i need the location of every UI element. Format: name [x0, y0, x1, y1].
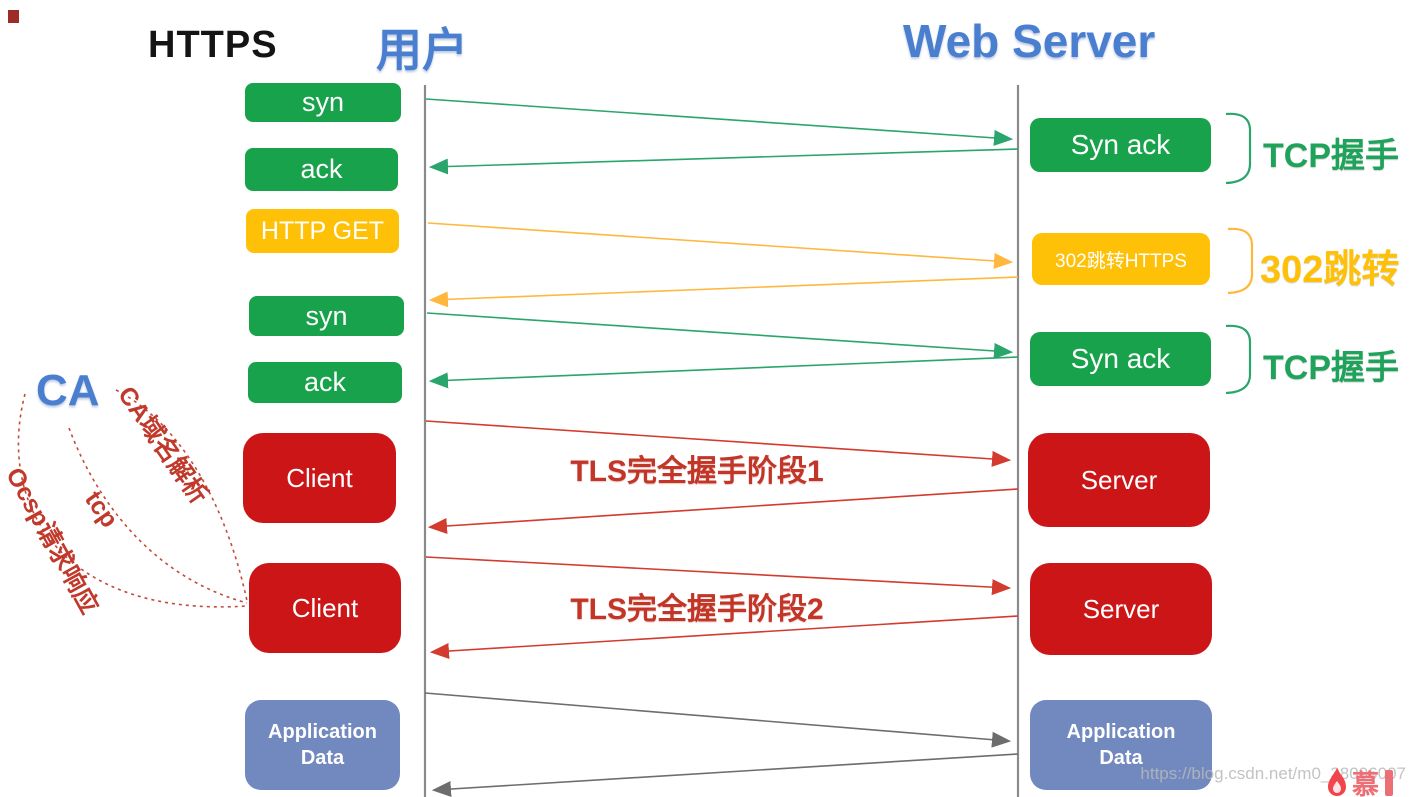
arrow-appdata-response [431, 753, 1019, 797]
arrow-tls2-request [425, 556, 1012, 596]
actor-user: 用户 [376, 24, 468, 76]
bracket-302-redirect [1227, 227, 1254, 295]
arrow-tls2-response [429, 615, 1019, 660]
box-ack-2: ack [248, 362, 402, 403]
flame-icon [1328, 767, 1346, 796]
curve-tcp [68, 427, 248, 604]
arrow-syn-2 [426, 312, 1014, 359]
logo-text: 慕 [1352, 770, 1379, 797]
arrow-tls1-response [427, 488, 1019, 534]
box-server-2: Server [1030, 563, 1212, 655]
label-tls-phase-2: TLS完全握手阶段2 [570, 593, 824, 626]
box-synack-2: Syn ack [1030, 332, 1211, 386]
box-ack-1: ack [245, 148, 398, 191]
box-application-data-right: Application Data [1030, 700, 1212, 790]
page-title: HTTPS [148, 24, 278, 66]
label-tcp-handshake-1: TCP握手 [1263, 137, 1399, 175]
box-server-1: Server [1028, 433, 1210, 527]
site-logo: 慕 [1324, 763, 1393, 797]
arrow-synack-2 [428, 356, 1019, 389]
bracket-tcp-handshake-2 [1225, 324, 1252, 395]
bracket-tcp-handshake-1 [1225, 112, 1252, 185]
red-dot-decoration [8, 10, 19, 23]
box-client-2: Client [249, 563, 401, 653]
arrow-syn-1 [425, 98, 1014, 146]
curve-ocsp [17, 393, 248, 608]
arrow-tls1-request [425, 420, 1012, 467]
logo-clipped-character [1385, 769, 1393, 796]
box-302-redirect: 302跳转HTTPS [1032, 233, 1210, 285]
label-tcp-handshake-2: TCP握手 [1263, 349, 1399, 387]
box-http-get: HTTP GET [246, 209, 399, 253]
arrow-302-redirect [428, 276, 1019, 308]
box-synack-1: Syn ack [1030, 118, 1211, 172]
box-client-1: Client [243, 433, 396, 523]
label-tls-phase-1: TLS完全握手阶段1 [570, 455, 824, 488]
arrow-appdata-request [424, 692, 1012, 748]
label-302-redirect: 302跳转 [1260, 249, 1400, 291]
ca-label: CA [36, 366, 100, 415]
box-syn-1: syn [245, 83, 401, 122]
actor-web-server: Web Server [903, 15, 1156, 67]
arrow-http-get [427, 222, 1014, 269]
box-syn-2: syn [249, 296, 404, 336]
box-application-data-left: Application Data [245, 700, 400, 790]
arrow-synack-1 [428, 148, 1019, 175]
